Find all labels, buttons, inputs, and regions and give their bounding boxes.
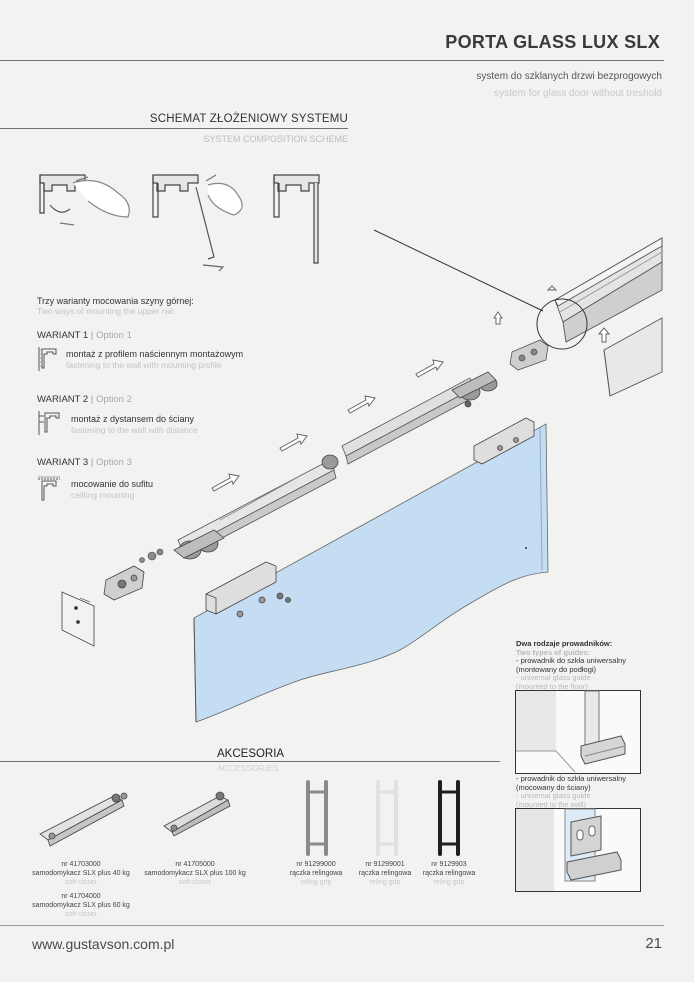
product-name: rączka relingowa [422, 870, 476, 877]
variant-1-desc-pl: montaż z profilem naściennym montażowym [66, 349, 244, 359]
guides-text: Dwa rodzaje prowadników: Two types of gu… [516, 639, 676, 691]
variant-1-header: WARIANT 1 | Option 1 [37, 330, 132, 341]
mounting-heading-pl: Trzy warianty mocowania szyny górnej: [37, 296, 194, 306]
product-nr: nr 41703000 [61, 861, 101, 868]
wall-distance-icon [38, 411, 60, 435]
product-name: samodomykacz SLX plus 60 kg [32, 902, 130, 909]
variant-1-option: Option 1 [95, 330, 132, 341]
reling-grip-steel-image [306, 780, 328, 856]
section-title-en: SYSTEM COMPOSITION SCHEME [203, 134, 348, 144]
guide-1-en-2: (mounted to the floor) [516, 681, 588, 691]
variant-2-option: Option 2 [95, 394, 132, 405]
product-9129903: nr 9129903 rączka relingowa reling grip [416, 860, 482, 887]
product-name: samodomykacz SLX plus 100 kg [144, 870, 246, 877]
accessories-title-en: ACCESSORIES [217, 763, 279, 773]
floor-guide-image [515, 690, 641, 774]
variant-1-sep: | [90, 330, 94, 341]
variant-3-header: WARIANT 3 | Option 3 [37, 457, 132, 468]
variant-3-desc-pl: mocowanie do sufitu [71, 479, 154, 489]
guide-2-pl-2: (mocowany do ściany) [516, 782, 591, 792]
product-en: reling grip [300, 879, 332, 886]
wall-guide-image [515, 808, 641, 892]
accessories-title-pl: AKCESORIA [217, 748, 285, 760]
guide-1-en-1: - universal glass guide [516, 673, 591, 682]
system-exploded-view [61, 229, 663, 723]
variant-1-label: WARIANT 1 [37, 330, 89, 341]
variant-3-desc-en: ceilling mounting [71, 490, 135, 500]
variant-2-desc-en: fastening to the wall with distance [71, 425, 198, 435]
guide-2-en-1: - universal glass guide [516, 791, 591, 800]
product-name: samodomykacz SLX plus 40 kg [32, 870, 130, 877]
page-title: PORTA GLASS LUX SLX [445, 32, 660, 52]
variant-2-label: WARIANT 2 [37, 394, 89, 405]
mounting-heading-en: Two ways of mounting the upper rail: [37, 306, 176, 316]
product-en: soft-closer [178, 879, 212, 886]
product-nr: nr 91299001 [365, 861, 405, 868]
product-en: soft-closer [64, 879, 98, 886]
guide-2-pl-1: - prowadnik do szkła uniwersalny [516, 774, 627, 783]
product-en: soft-closer [64, 911, 98, 918]
website-link[interactable]: www.gustavson.com.pl [32, 936, 175, 952]
guide-2-en-2: (mounted to the wall) [516, 799, 587, 809]
guide-1-pl-2: (montowany do podłogi) [516, 664, 597, 674]
header-rule [0, 60, 664, 61]
guides-heading-pl: Dwa rodzaje prowadników: [516, 639, 613, 648]
product-41703000: nr 41703000 samodomykacz SLX plus 40 kg … [26, 860, 136, 887]
soft-closer-40-60-image [39, 792, 128, 847]
section-rule [0, 128, 348, 129]
variant-2-sep: | [90, 394, 94, 405]
variant-1-desc-en: fastening to the wall with mounting prof… [66, 360, 222, 370]
subtitle-pl: system do szklanych drzwi bezprogowych [476, 71, 662, 82]
variant-3-sep: | [90, 457, 94, 468]
product-nr: nr 91299000 [296, 861, 336, 868]
soft-closer-100-image [163, 791, 231, 837]
section-title-pl: SCHEMAT ZŁOŻENIOWY SYSTEMU [149, 113, 348, 125]
variant-3-label: WARIANT 3 [37, 457, 89, 468]
wall-profile-icon [38, 347, 57, 371]
reling-grip-white-image [376, 780, 398, 856]
product-91299000: nr 91299000 rączka relingowa reling grip [284, 860, 348, 887]
page-number: 21 [645, 935, 662, 952]
ceiling-mount-icon [38, 476, 60, 501]
subtitle-en: system for glass door without treshold [494, 88, 662, 99]
product-name: rączka relingowa [289, 870, 343, 877]
product-en: reling grip [369, 879, 401, 886]
accessories-rule [0, 761, 500, 762]
mounting-profiles-illustration [39, 174, 320, 272]
variant-2-header: WARIANT 2 | Option 2 [37, 394, 132, 405]
product-41704000: nr 41704000 samodomykacz SLX plus 60 kg … [26, 892, 136, 919]
variant-3-option: Option 3 [95, 457, 132, 468]
product-91299001: nr 91299001 rączka relingowa reling grip [353, 860, 417, 887]
guides-text-2: - prowadnik do szkła uniwersalny (mocowa… [516, 774, 676, 809]
guides-heading-en: Two types of guides: [516, 647, 591, 657]
guide-1-pl-1: - prowadnik do szkła uniwersalny [516, 656, 627, 665]
reling-grip-black-image [438, 780, 460, 856]
variant-2-desc-pl: montaż z dystansem do ściany [71, 414, 195, 424]
product-nr: nr 41705000 [175, 861, 215, 868]
product-41705000: nr 41705000 samodomykacz SLX plus 100 kg… [140, 860, 250, 887]
product-name: rączka relingowa [358, 870, 412, 877]
product-en: reling grip [433, 879, 465, 886]
product-nr: nr 9129903 [431, 861, 467, 868]
product-nr: nr 41704000 [61, 893, 101, 900]
footer-rule [0, 925, 664, 926]
